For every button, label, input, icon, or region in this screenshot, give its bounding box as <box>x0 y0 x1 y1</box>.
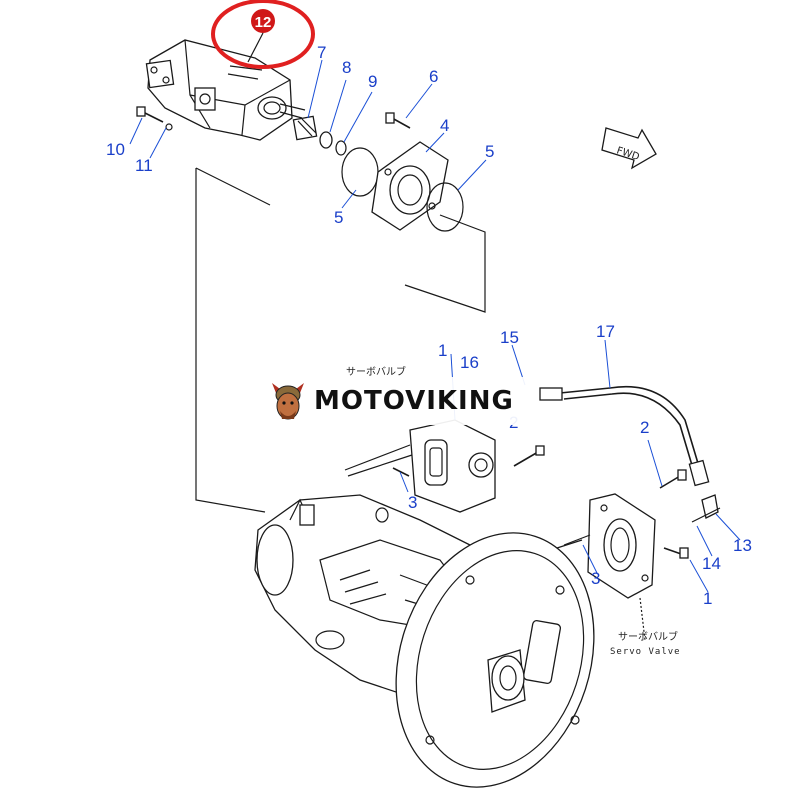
callout-6: 6 <box>429 67 438 86</box>
callout-15: 15 <box>500 328 519 347</box>
highlight-part-12: 12 <box>211 0 315 69</box>
callout-5-left: 5 <box>334 208 343 227</box>
callout-10: 10 <box>106 140 125 159</box>
viking-logo-icon <box>272 383 304 420</box>
servo-valve-right <box>556 469 689 641</box>
callout-7: 7 <box>317 43 326 62</box>
flange-assembly <box>341 112 464 232</box>
watermark-text: MOTOVIKING <box>314 386 514 416</box>
servo-valve-jp-label: サーボバルブ <box>618 630 678 643</box>
callout-13: 13 <box>733 536 752 555</box>
callout-9: 9 <box>368 72 377 91</box>
callout-numbers: 7 8 9 6 4 5 5 10 11 1 16 15 17 2 2 3 3 1… <box>106 43 752 608</box>
callout-17: 17 <box>596 322 615 341</box>
coupling-parts <box>292 115 347 156</box>
watermark-banner: MOTOVIKING <box>262 377 538 425</box>
servo-valve-en-label: Servo Valve <box>610 647 681 657</box>
mounting-flange <box>395 532 595 788</box>
callout-11: 11 <box>135 156 153 175</box>
callout-12: 12 <box>255 14 272 31</box>
servo-valve-labels: サーボバルブ サーボバルブ Servo Valve <box>346 365 681 657</box>
callout-14: 14 <box>702 554 721 573</box>
callout-1-right: 1 <box>703 589 712 608</box>
bolts-10-11 <box>136 106 173 131</box>
callout-16: 16 <box>460 353 479 372</box>
callout-2-right: 2 <box>640 418 649 437</box>
servo-valve-middle <box>344 419 545 513</box>
callout-leaders <box>129 59 741 593</box>
callout-1-top: 1 <box>438 341 447 360</box>
callout-3-low: 3 <box>591 569 600 588</box>
callout-4: 4 <box>440 116 449 135</box>
callout-5-right: 5 <box>485 142 494 161</box>
callout-3-mid: 3 <box>408 493 417 512</box>
fwd-arrow: FWD <box>601 127 657 170</box>
guide-lines <box>195 167 486 513</box>
tube-and-fittings <box>539 385 721 523</box>
servo-valve-jp-label-top: サーボバルブ <box>346 365 406 378</box>
callout-8: 8 <box>342 58 351 77</box>
